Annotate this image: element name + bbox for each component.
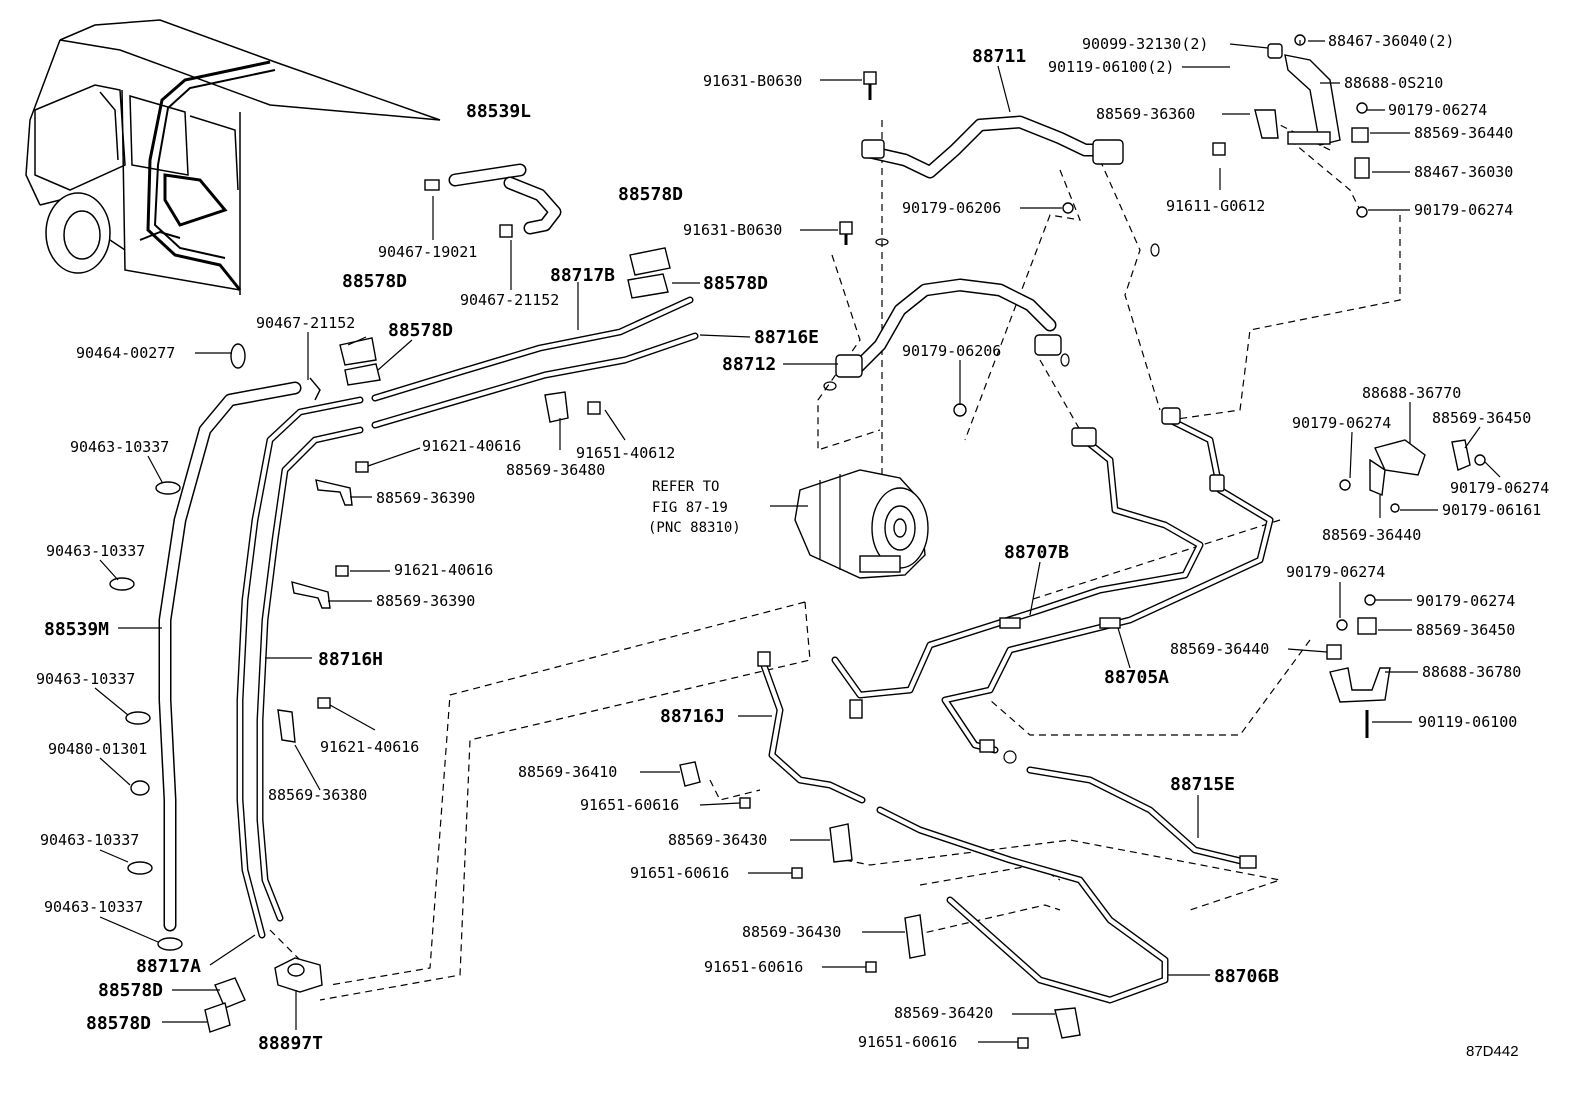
part-label[interactable]: 90464-00277 [76, 344, 175, 362]
part-label[interactable]: 88712 [722, 354, 776, 375]
part-label[interactable]: 88578D [703, 273, 768, 294]
part-label[interactable]: 90463-10337 [36, 670, 135, 688]
part-label[interactable]: 88578D [86, 1013, 151, 1034]
part-label[interactable]: 90119-06100 [1418, 713, 1517, 731]
part-label[interactable]: 90467-19021 [378, 243, 477, 261]
part-label[interactable]: 88569-36450 [1432, 409, 1531, 427]
part-label[interactable]: 91651-60616 [630, 864, 729, 882]
part-label[interactable]: 90480-01301 [48, 740, 147, 758]
part-label[interactable]: 88578D [618, 184, 683, 205]
part-label[interactable]: 88578D [388, 320, 453, 341]
part-label[interactable]: 90179-06274 [1292, 414, 1391, 432]
part-label[interactable]: 88569-36480 [506, 461, 605, 479]
part-label[interactable]: 90119-06100(2) [1048, 58, 1174, 76]
reference-dashed-lines [269, 119, 1401, 1001]
part-label[interactable]: 91651-60616 [704, 958, 803, 976]
part-label[interactable]: 90467-21152 [256, 314, 355, 332]
part-labels: 88711 90099-32130(2) 88467-36040(2) 9011… [36, 32, 1549, 1054]
part-label[interactable]: 88467-36030 [1414, 163, 1513, 181]
part-label[interactable]: 88705A [1104, 667, 1169, 688]
part-label[interactable]: 88688-0S210 [1344, 74, 1443, 92]
part-label[interactable]: 88569-36430 [668, 831, 767, 849]
part-label[interactable]: 88716E [754, 327, 819, 348]
part-label[interactable]: 90463-10337 [40, 831, 139, 849]
part-label[interactable]: 88467-36040(2) [1328, 32, 1454, 50]
part-label[interactable]: 88569-36410 [518, 763, 617, 781]
part-label[interactable]: 88569-36420 [894, 1004, 993, 1022]
part-label[interactable]: 90463-10337 [70, 438, 169, 456]
note-line-2: FIG 87-19 [652, 500, 728, 516]
part-label[interactable]: 90179-06274 [1286, 563, 1385, 581]
note-line-1: REFER TO [652, 479, 719, 495]
part-label[interactable]: 90467-21152 [460, 291, 559, 309]
part-label[interactable]: 88569-36440 [1170, 640, 1269, 658]
part-label[interactable]: 88539L [466, 101, 531, 122]
part-label[interactable]: 91621-40616 [394, 561, 493, 579]
part-label[interactable]: 88716H [318, 649, 383, 670]
part-label[interactable]: 88688-36770 [1362, 384, 1461, 402]
part-label[interactable]: 91611-G0612 [1166, 197, 1265, 215]
reference-note: REFER TO FIG 87-19 (PNC 88310) [648, 479, 741, 536]
part-label[interactable]: 88688-36780 [1422, 663, 1521, 681]
part-label[interactable]: 88578D [342, 271, 407, 292]
part-label[interactable]: 88711 [972, 46, 1026, 67]
part-label[interactable]: 88897T [258, 1033, 323, 1054]
part-label[interactable]: 88716J [660, 706, 725, 727]
part-label[interactable]: 88569-36440 [1414, 124, 1513, 142]
part-label[interactable]: 91651-60616 [858, 1033, 957, 1051]
leader-lines [94, 40, 1501, 1043]
part-label[interactable]: 90179-06206 [902, 199, 1001, 217]
fittings [109, 34, 1486, 1049]
pipes [158, 115, 1274, 1004]
part-label[interactable]: 91631-B0630 [703, 72, 802, 90]
part-label[interactable]: 88569-36440 [1322, 526, 1421, 544]
part-label[interactable]: 90179-06161 [1442, 501, 1541, 519]
part-label[interactable]: 91621-40616 [320, 738, 419, 756]
part-label[interactable]: 90099-32130(2) [1082, 35, 1208, 53]
part-label[interactable]: 90179-06206 [902, 342, 1001, 360]
part-label[interactable]: 91651-40612 [576, 444, 675, 462]
part-label[interactable]: 88569-36430 [742, 923, 841, 941]
part-label[interactable]: 90179-06274 [1414, 201, 1513, 219]
ac-compressor [794, 469, 929, 579]
part-label[interactable]: 88707B [1004, 542, 1069, 563]
part-label[interactable]: 90463-10337 [46, 542, 145, 560]
part-label[interactable]: 90179-06274 [1416, 592, 1515, 610]
van-illustration [25, 19, 441, 295]
diagram-code: 87D442 [1466, 1043, 1519, 1060]
part-label[interactable]: 88717B [550, 265, 615, 286]
part-label[interactable]: 88706B [1214, 966, 1279, 987]
part-label[interactable]: 88715E [1170, 774, 1235, 795]
part-label[interactable]: 91651-60616 [580, 796, 679, 814]
part-label[interactable]: 91621-40616 [422, 437, 521, 455]
part-label[interactable]: 88569-36390 [376, 489, 475, 507]
part-label[interactable]: 88539M [44, 619, 109, 640]
part-label[interactable]: 88569-36450 [1416, 621, 1515, 639]
part-label[interactable]: 88717A [136, 956, 201, 977]
part-label[interactable]: 88569-36380 [268, 786, 367, 804]
part-label[interactable]: 88569-36360 [1096, 105, 1195, 123]
part-label[interactable]: 90179-06274 [1450, 479, 1549, 497]
part-label[interactable]: 88578D [98, 980, 163, 1001]
part-label[interactable]: 90179-06274 [1388, 101, 1487, 119]
part-label[interactable]: 90463-10337 [44, 898, 143, 916]
note-line-3: (PNC 88310) [648, 520, 741, 536]
part-label[interactable]: 88569-36390 [376, 592, 475, 610]
part-label[interactable]: 91631-B0630 [683, 221, 782, 239]
